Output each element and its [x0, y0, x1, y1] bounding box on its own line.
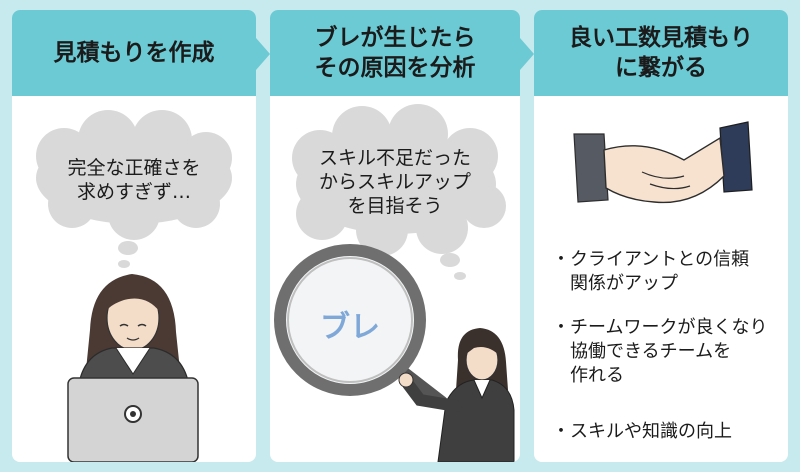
step-3-header: 良い工数見積もり に繋がる — [534, 10, 788, 96]
magnifier-woman-illustration — [274, 104, 515, 462]
step-1-header: 見積もりを作成 — [12, 10, 256, 96]
handshake-illustration — [573, 121, 753, 204]
step-3-title-line-1: 良い工数見積もり — [569, 25, 753, 51]
magnifier-icon — [274, 244, 426, 396]
laptop-icon — [67, 377, 199, 462]
handshake-icon — [573, 121, 753, 204]
step-panel-create-estimate: 見積もりを作成 — [12, 10, 256, 462]
step-2-title-line-1: ブレが生じたら — [314, 25, 476, 51]
step-1-title-line: 見積もりを作成 — [53, 40, 215, 66]
benefit-item-trust: ・クライアントとの信頼 関係がアップ — [552, 249, 750, 294]
step-panel-analyze-cause: ブレが生じたら その原因を分析 — [270, 10, 520, 462]
step-1-thought-text: 完全な正確さを 求めすぎず… — [67, 157, 201, 203]
step-2-header: ブレが生じたら その原因を分析 — [270, 10, 520, 96]
lens-label: ブレ — [320, 310, 380, 345]
woman-figure — [398, 328, 515, 462]
benefit-item-teamwork: ・チームワークが良くなり 協働できるチームを 作れる — [552, 317, 768, 386]
step-2-thought-text: スキル不足だった からスキルアップ を目指そう — [318, 147, 471, 217]
step-2-title-line-2: その原因を分析 — [314, 55, 476, 81]
arrow-right-icon — [256, 38, 270, 70]
step-3-title-line-2: に繋がる — [615, 55, 707, 81]
thought-bubble — [292, 104, 506, 280]
benefit-item-skills: ・スキルや知識の向上 — [552, 421, 732, 442]
thought-bubble — [36, 110, 232, 268]
woman-laptop-illustration — [36, 110, 232, 462]
step-panel-good-estimate: 良い工数見積もり に繋がる ・クライアントとの信頼 関係がアップ ・チームワーク… — [534, 10, 788, 462]
arrow-right-icon — [520, 38, 534, 70]
